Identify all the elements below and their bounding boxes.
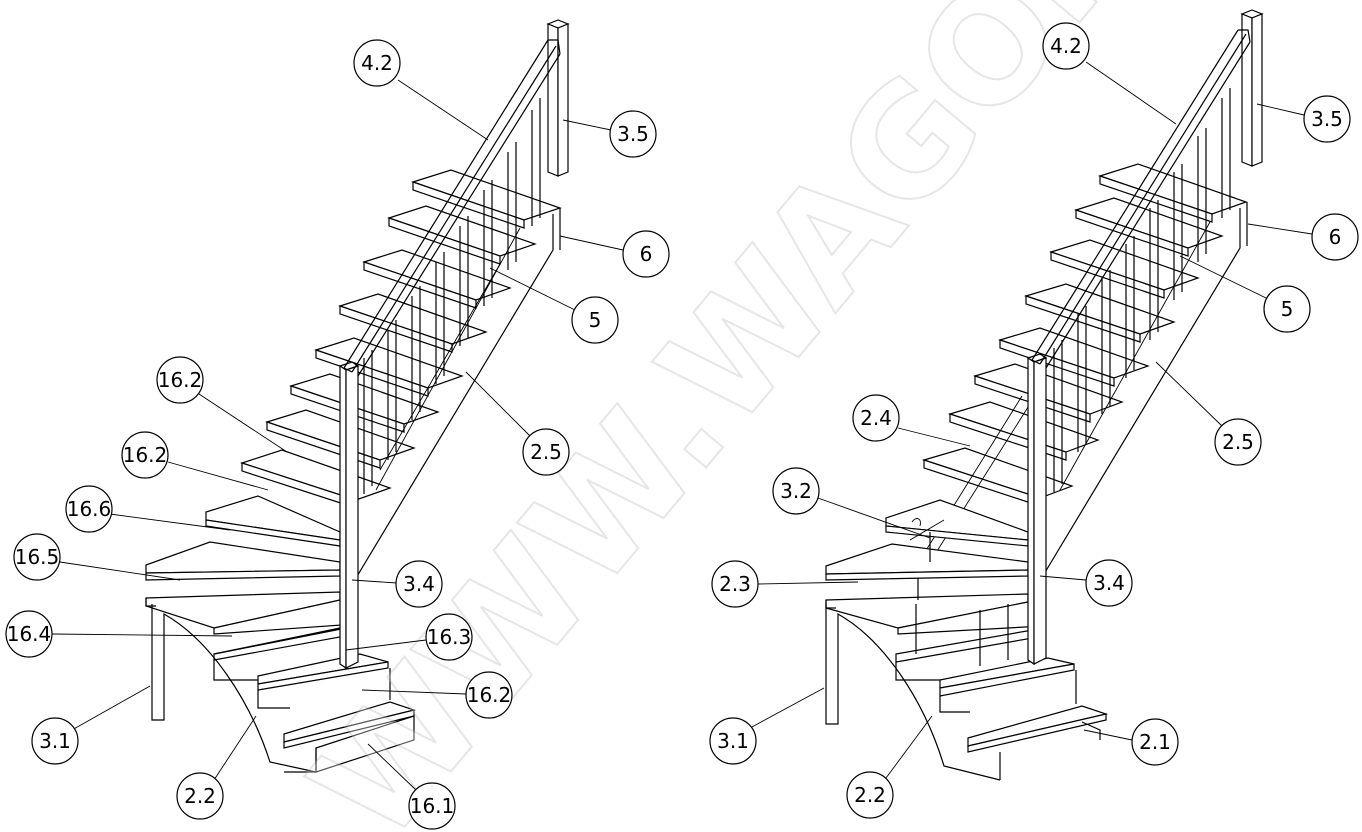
callout-right-2-5: 2.5 <box>1155 361 1262 466</box>
callout-left-5: 5 <box>489 267 619 344</box>
callout-right-3-2: 3.2 <box>772 467 931 539</box>
callout-left-4-2: 4.2 <box>353 39 489 141</box>
svg-text:16.3: 16.3 <box>427 625 472 649</box>
svg-text:4.2: 4.2 <box>361 51 393 75</box>
left-winder-treads <box>145 495 417 773</box>
callout-left-16-2-c: 16.2 <box>361 671 513 719</box>
right-stringer <box>1043 202 1248 575</box>
callout-left-16-6: 16.6 <box>65 485 231 533</box>
svg-text:6: 6 <box>640 242 653 266</box>
right-newel-post <box>1026 353 1048 666</box>
svg-text:16.4: 16.4 <box>7 622 52 646</box>
svg-text:3.4: 3.4 <box>1093 571 1125 595</box>
left-callouts: 4.2 3.5 6 5 16.2 2.5 <box>5 39 670 830</box>
callout-left-2-2: 2.2 <box>176 715 257 820</box>
svg-text:2.5: 2.5 <box>1222 430 1254 454</box>
svg-text:16.2: 16.2 <box>123 443 168 467</box>
callout-left-16-4: 16.4 <box>5 610 233 658</box>
svg-text:5: 5 <box>589 308 602 332</box>
svg-text:4.2: 4.2 <box>1050 34 1082 58</box>
right-top-post <box>1240 9 1264 167</box>
svg-text:5: 5 <box>1281 297 1294 321</box>
right-handrail <box>1031 29 1251 369</box>
callout-right-3-4: 3.4 <box>1039 559 1133 607</box>
svg-text:6: 6 <box>1329 225 1342 249</box>
svg-text:2.2: 2.2 <box>184 784 216 808</box>
callout-right-2-3: 2.3 <box>711 560 859 608</box>
right-balusters <box>1053 88 1231 492</box>
right-winder-bracket <box>909 518 945 541</box>
callout-left-16-2-a: 16.2 <box>156 356 288 453</box>
right-staircase <box>825 9 1264 781</box>
callout-left-16-3: 16.3 <box>345 613 473 661</box>
right-winder-treads <box>825 499 1109 780</box>
callout-right-3-5: 3.5 <box>1256 95 1351 143</box>
callout-left-6: 6 <box>559 230 670 278</box>
left-balusters <box>363 98 541 494</box>
svg-text:2.1: 2.1 <box>1139 730 1171 754</box>
callout-left-16-5: 16.5 <box>13 533 181 581</box>
callout-left-3-4: 3.4 <box>351 560 443 608</box>
callout-right-2-4: 2.4 <box>852 394 971 447</box>
left-lower-stringer <box>151 604 317 773</box>
left-staircase <box>145 19 570 773</box>
svg-text:16.1: 16.1 <box>410 794 455 818</box>
svg-text:2.5: 2.5 <box>530 440 562 464</box>
callout-right-6: 6 <box>1247 213 1359 261</box>
right-upper-treads <box>921 163 1248 507</box>
callout-left-3-1: 3.1 <box>31 685 151 765</box>
callout-left-3-5: 3.5 <box>562 110 657 158</box>
svg-text:3.5: 3.5 <box>617 122 649 146</box>
svg-text:3.1: 3.1 <box>39 729 71 753</box>
right-callouts: 4.2 3.5 6 5 2.5 2.4 <box>709 22 1359 819</box>
callout-left-16-1: 16.1 <box>367 743 456 830</box>
svg-text:2.2: 2.2 <box>854 783 886 807</box>
callout-left-2-5: 2.5 <box>465 371 570 476</box>
svg-text:2.3: 2.3 <box>719 572 751 596</box>
callout-right-2-2: 2.2 <box>846 715 933 819</box>
callout-right-3-1: 3.1 <box>709 687 825 765</box>
svg-text:3.1: 3.1 <box>717 729 749 753</box>
svg-text:16.2: 16.2 <box>467 683 512 707</box>
left-upper-treads <box>240 169 562 509</box>
svg-text:16.2: 16.2 <box>158 368 203 392</box>
callout-right-5: 5 <box>1179 255 1311 333</box>
svg-text:3.5: 3.5 <box>1311 107 1343 131</box>
svg-text:16.6: 16.6 <box>67 497 112 521</box>
watermark-text: WWW.WAGONKA.RU <box>279 0 1362 832</box>
svg-text:16.5: 16.5 <box>15 545 60 569</box>
svg-text:2.4: 2.4 <box>860 406 892 430</box>
callout-right-2-1: 2.1 <box>1083 718 1179 766</box>
right-lower-stringer <box>825 604 1001 781</box>
callout-right-4-2: 4.2 <box>1042 22 1177 125</box>
left-top-post <box>546 19 570 177</box>
left-handrail <box>343 39 561 377</box>
left-stringer <box>355 208 561 579</box>
svg-text:3.4: 3.4 <box>403 572 435 596</box>
left-newel-post <box>338 361 360 670</box>
svg-text:3.2: 3.2 <box>780 479 812 503</box>
callout-left-16-2-b: 16.2 <box>121 431 269 491</box>
